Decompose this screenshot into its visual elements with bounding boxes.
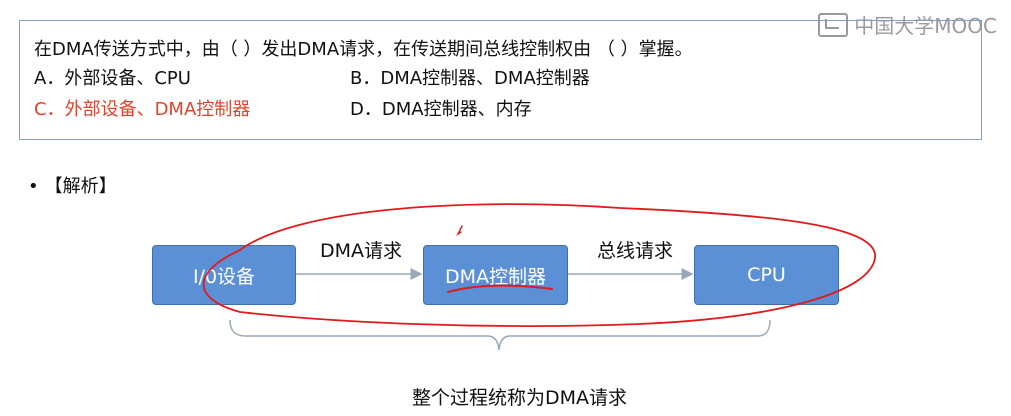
edge-label-bus-request: 总线请求 — [597, 240, 674, 262]
node-dma-controller: DMA控制器 — [423, 245, 568, 305]
option-a: A．外部设备、CPU — [34, 68, 191, 89]
analysis-title: 【解析】 — [44, 176, 117, 197]
question-box: 在DMA传送方式中，由（ ）发出DMA请求，在传送期间总线控制权由 （ ）掌握。… — [19, 20, 982, 140]
watermark-text: 中国大学MOOC — [854, 14, 997, 38]
node-cpu: CPU — [694, 245, 839, 305]
edge-label-dma-request: DMA请求 — [320, 240, 403, 262]
annotation-ellipse — [202, 203, 876, 327]
annotation-underline — [447, 284, 553, 293]
diagram-caption: 整个过程统称为DMA请求 — [412, 387, 628, 409]
option-d: D．DMA控制器、内存 — [350, 99, 532, 120]
option-c-answer: C．外部设备、DMA控制器 — [34, 99, 251, 120]
question-stem: 在DMA传送方式中，由（ ）发出DMA请求，在传送期间总线控制权由 （ ）掌握。 — [34, 39, 693, 60]
mooc-watermark: 中国大学MOOC — [818, 10, 997, 39]
annotation-mark — [456, 225, 463, 237]
brace — [229, 319, 771, 351]
mooc-logo-icon — [818, 12, 849, 37]
option-b: B．DMA控制器、DMA控制器 — [350, 68, 590, 89]
bullet: • — [28, 176, 39, 197]
analysis-heading: •【解析】 — [28, 172, 117, 198]
